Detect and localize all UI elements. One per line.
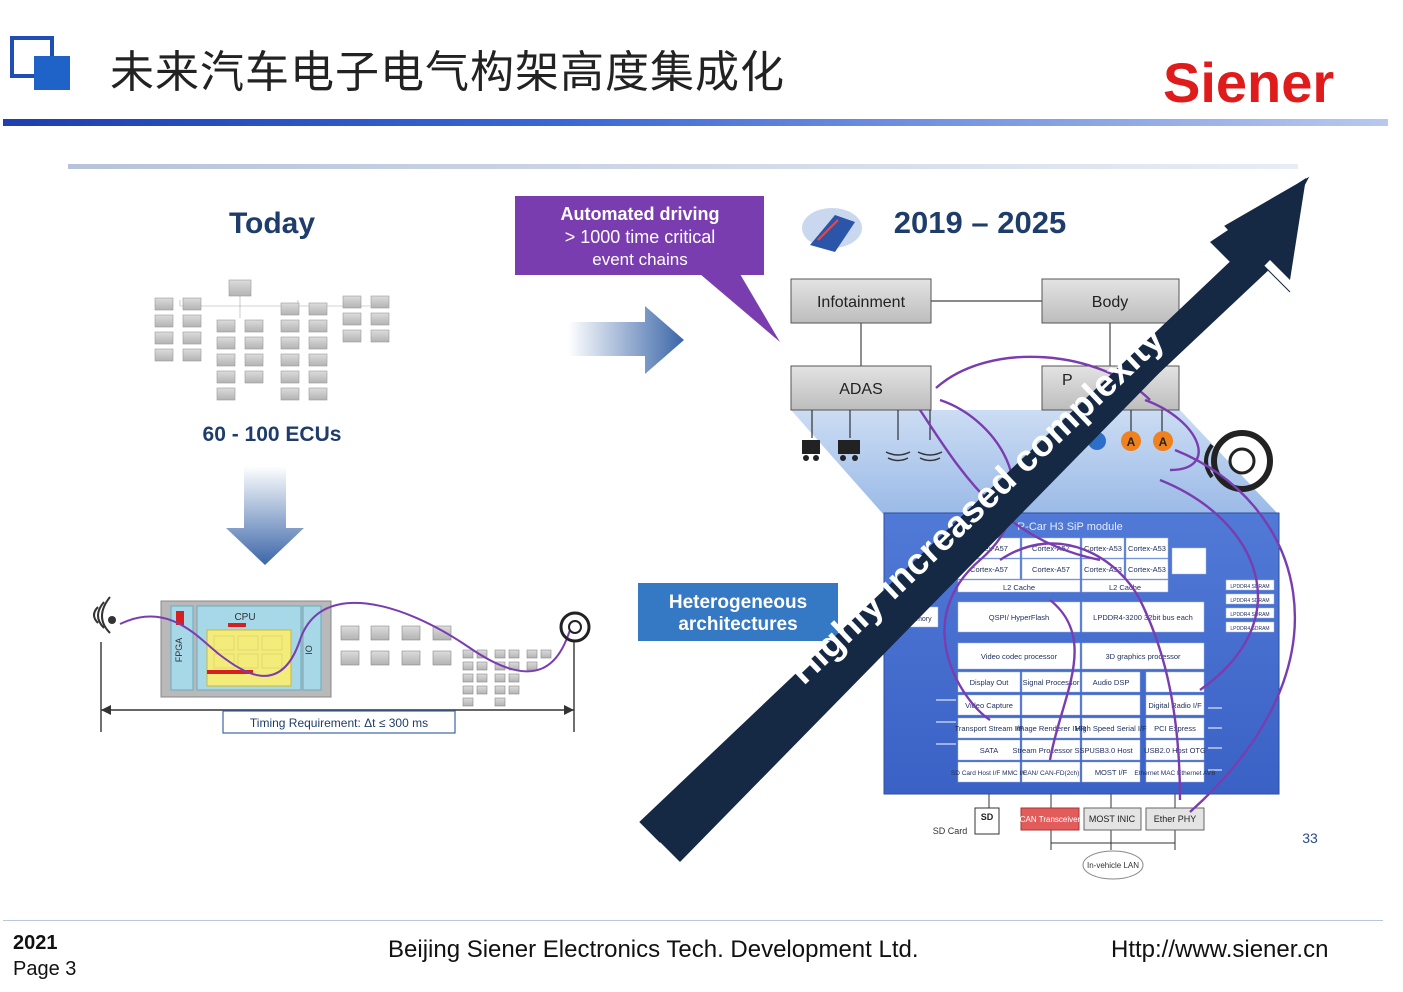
footer-page-number: Page 3 (13, 958, 77, 980)
svg-text:MOST I/F: MOST I/F (1095, 768, 1128, 777)
svg-text:MOST INIC: MOST INIC (1089, 814, 1136, 824)
logo-icon (10, 36, 72, 92)
svg-text:P: P (1062, 372, 1073, 389)
slide-number: 33 (1302, 830, 1318, 846)
footer-divider (3, 920, 1383, 921)
svg-text:Ether PHY: Ether PHY (1154, 814, 1197, 824)
svg-text:Transport Stream I/F: Transport Stream I/F (955, 724, 1024, 733)
svg-text:L2 Cache: L2 Cache (1003, 583, 1035, 592)
svg-text:SD Card: SD Card (933, 826, 968, 836)
page-title: 未来汽车电子电气构架高度集成化 (110, 47, 785, 98)
sensor-icons (802, 410, 943, 462)
svg-text:SD: SD (981, 812, 994, 822)
cpu-label: CPU (234, 612, 255, 623)
svg-text:Cortex-A57: Cortex-A57 (970, 565, 1008, 574)
year-range-label: 2019 – 2025 (894, 205, 1066, 240)
svg-text:Automated driving: Automated driving (560, 204, 719, 224)
ecu-tree (154, 279, 390, 401)
svg-text:Body: Body (1092, 294, 1128, 311)
io-label: IO (304, 645, 314, 655)
header-divider (3, 119, 1388, 126)
svg-text:LPDDR4 SDRAM: LPDDR4 SDRAM (1230, 598, 1269, 604)
svg-text:Cortex-A57: Cortex-A57 (1032, 565, 1070, 574)
svg-text:High Speed Serial I/F: High Speed Serial I/F (1075, 724, 1147, 733)
brand-logo: Siener (1163, 51, 1335, 114)
svg-text:Infotainment: Infotainment (817, 294, 906, 311)
svg-text:LPDDR4-3200 32bit bus each: LPDDR4-3200 32bit bus each (1093, 613, 1193, 622)
svg-text:LPDDR4 SDRAM: LPDDR4 SDRAM (1230, 626, 1269, 632)
svg-text:Audio DSP: Audio DSP (1093, 678, 1130, 687)
svg-text:Video Capture: Video Capture (965, 701, 1013, 710)
adas-domain (790, 365, 932, 411)
svg-text:CAN/ CAN-FD(2ch): CAN/ CAN-FD(2ch) (1023, 770, 1080, 777)
svg-text:architectures: architectures (678, 614, 797, 635)
svg-text:LPDDR4 SDRAM: LPDDR4 SDRAM (1230, 612, 1269, 618)
svg-text:SD Card Host I/F MMC I/F: SD Card Host I/F MMC I/F (951, 770, 1027, 777)
svg-text:Heterogeneous: Heterogeneous (669, 592, 807, 613)
svg-text:ADAS: ADAS (839, 381, 883, 398)
svg-text:Signal Processor: Signal Processor (1023, 678, 1080, 687)
svg-text:> 1000 time critical: > 1000 time critical (565, 227, 716, 247)
svg-text:USB3.0 Host: USB3.0 Host (1089, 746, 1133, 755)
svg-text:In-vehicle LAN: In-vehicle LAN (1087, 861, 1139, 870)
timing-requirement-label: Timing Requirement: Δt ≤ 300 ms (250, 716, 428, 730)
footer-company: Beijing Siener Electronics Tech. Develop… (388, 936, 919, 963)
fpga-label: FPGA (174, 638, 184, 663)
svg-text:Digital Radio I/F: Digital Radio I/F (1148, 701, 1202, 710)
footer-url-link[interactable]: Http://www.siener.cn (1111, 936, 1329, 963)
right-arrow (568, 306, 684, 374)
infotainment-domain (790, 278, 932, 324)
footer-year: 2021 (13, 932, 58, 954)
svg-text:SATA: SATA (980, 746, 998, 755)
svg-text:Cortex-A53: Cortex-A53 (1128, 565, 1166, 574)
event-chain-lines (919, 355, 1296, 813)
svg-text:Display Out: Display Out (970, 678, 1010, 687)
svg-text:USB2.0 Host OTG: USB2.0 Host OTG (1144, 746, 1206, 755)
ecu-count-label: 60 - 100 ECUs (203, 423, 342, 446)
automated-driving-callout: Automated driving > 1000 time critical e… (515, 196, 780, 342)
svg-text:Image Renderer IMR: Image Renderer IMR (1016, 724, 1087, 733)
heterogeneous-label: Heterogeneous architectures (638, 583, 838, 641)
svg-text:Cortex-A57: Cortex-A57 (970, 544, 1008, 553)
svg-text:CAN Transceiver: CAN Transceiver (1020, 815, 1081, 824)
wheel-icon (1204, 430, 1273, 492)
svg-text:Cortex-A57: Cortex-A57 (1032, 544, 1070, 553)
today-system: FPGA CPU IO Timing Requirement: Δt ≤ 3 (93, 596, 591, 734)
svg-text:LPDDR4 SDRAM: LPDDR4 SDRAM (1230, 584, 1269, 590)
down-arrow (226, 466, 304, 565)
svg-text:QSPI/ HyperFlash: QSPI/ HyperFlash (989, 613, 1049, 622)
body-domain (1041, 278, 1180, 324)
svg-text:L2 Cache: L2 Cache (1109, 583, 1141, 592)
svg-text:A: A (1159, 435, 1168, 449)
svg-text:R-Car H3 SiP module: R-Car H3 SiP module (1017, 521, 1123, 533)
svg-text:Cortex-A53: Cortex-A53 (1128, 544, 1166, 553)
svg-text:Memory: Memory (906, 616, 932, 623)
svg-text:Cortex-A53: Cortex-A53 (1084, 565, 1122, 574)
svg-text:Cortex-A53: Cortex-A53 (1084, 544, 1122, 553)
car-icon (802, 208, 862, 252)
today-label: Today (229, 207, 315, 240)
svg-text:Ethernet MAC Ethernet AVB: Ethernet MAC Ethernet AVB (1134, 770, 1215, 777)
svg-text:Video codec processor: Video codec processor (981, 652, 1058, 661)
svg-text:A: A (1127, 435, 1136, 449)
svg-text:event chains: event chains (592, 250, 687, 269)
svg-text:3D graphics processor: 3D graphics processor (1105, 652, 1181, 661)
